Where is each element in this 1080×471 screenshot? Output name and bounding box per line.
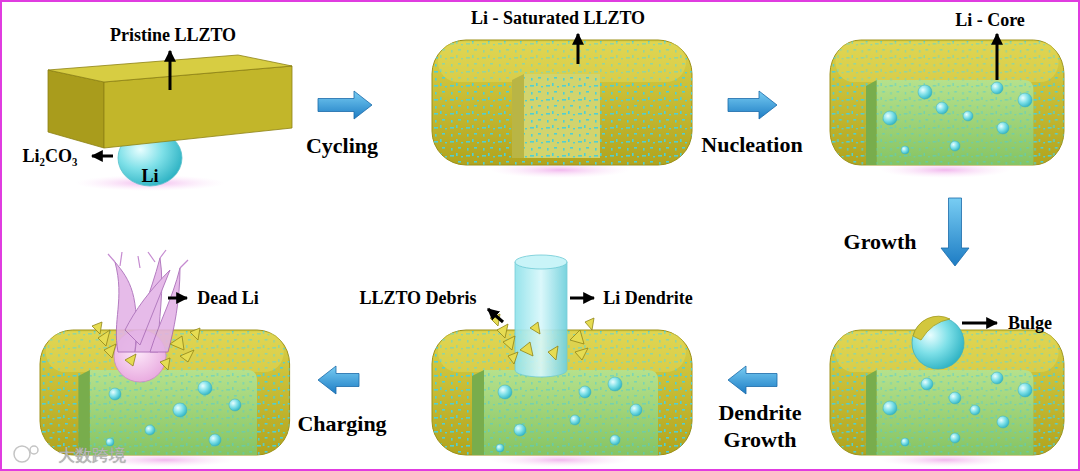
stage-panel: Li - Core	[783, 6, 1073, 192]
callout-label: Li - Saturated LLZTO	[471, 8, 645, 29]
arrow-label: Charging	[297, 410, 386, 438]
saturated-slab	[432, 40, 692, 165]
li-core-spheres	[106, 82, 1032, 452]
leader-arrows	[92, 34, 997, 323]
process-arrow	[728, 366, 777, 394]
callout-label: Pristine LLZTO	[110, 25, 236, 46]
process-arrow	[318, 91, 372, 119]
stage-panel: Li - Saturated LLZTO	[378, 6, 722, 180]
arrow-label: Cycling	[306, 132, 378, 160]
callout-label: Bulge	[1008, 313, 1052, 334]
callout-label: Dead Li	[197, 288, 259, 309]
callout-label: Li₂CO₃	[23, 146, 78, 167]
li-dendrite	[515, 255, 567, 377]
process-arrow	[941, 198, 969, 266]
arrow-label: Growth	[844, 228, 917, 256]
process-arrow	[728, 91, 777, 119]
arrow-label: Dendrite Growth	[705, 399, 815, 454]
dead-li	[92, 250, 200, 382]
process-arrow	[318, 366, 359, 394]
nucleation-slab	[830, 40, 1064, 165]
arrow-label: Nucleation	[701, 131, 802, 159]
callout-label: Li Dendrite	[603, 288, 693, 309]
callout-label: Li - Core	[955, 10, 1025, 31]
stage-panel: Dead Li	[8, 250, 312, 460]
watermark-logo	[14, 446, 38, 462]
stage-panel: LLZTO DebrisLi Dendrite	[365, 250, 722, 460]
bulge	[912, 316, 964, 369]
stage-panel: Pristine LLZTO Li₂CO₃ Li	[8, 22, 312, 192]
watermark: 大数跨境	[58, 444, 126, 467]
stage-panel: Bulge	[783, 272, 1073, 462]
callout-label: Li	[141, 166, 158, 187]
llzto-debris	[490, 314, 594, 364]
callout-label: LLZTO Debris	[359, 288, 476, 309]
